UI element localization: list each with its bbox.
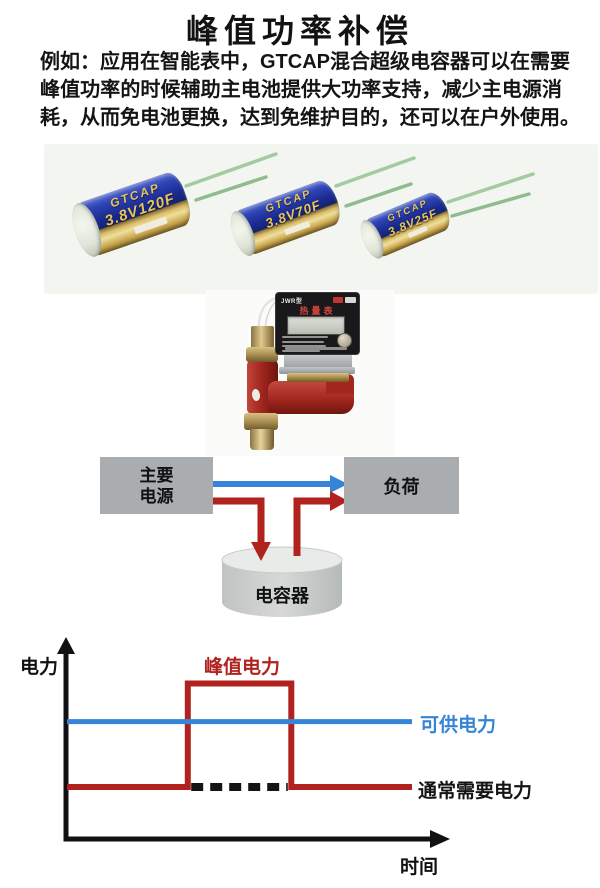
capacitor-cylinder <box>221 546 343 617</box>
y-axis-label: 电力 <box>20 657 59 678</box>
meter-base-plate <box>279 367 355 374</box>
intro-paragraph: 例如：应用在智能表中，GTCAP混合超级电容器可以在需要 峰值功率的时候辅助主电… <box>40 48 580 132</box>
normal-power-label: 通常需要电力 <box>418 781 533 802</box>
chart-axes <box>57 637 450 848</box>
capacitors-photo: GTCAP 3.8V120F GTCAP 3.8V70F GTCAP 3.8V2… <box>44 144 598 294</box>
main-power-line1: 主要 <box>139 465 174 485</box>
capacitor-leads <box>184 152 535 218</box>
power-time-chart: 电力 峰值电力 可供电力 通常需要电力 时间 <box>0 630 600 888</box>
main-power-box: 主要 电源 <box>100 457 213 514</box>
meter-brass-nut-bottom <box>244 413 278 430</box>
intro-line-1: 例如：应用在智能表中，GTCAP混合超级电容器可以在需要 <box>40 51 570 73</box>
chart-canvas <box>57 637 450 848</box>
peak-power-label: 峰值电力 <box>203 657 280 678</box>
meter-name: 热量表 <box>299 306 336 316</box>
x-axis-arrow-icon <box>430 830 450 848</box>
series-line <box>67 680 412 790</box>
capacitor-cylinder-label: 电容器 <box>255 586 309 606</box>
red-arrow-to-load <box>293 491 348 556</box>
meter-collar <box>284 352 352 368</box>
meter-manufacturer-row <box>285 347 347 350</box>
blue-arrow <box>213 475 348 493</box>
intro-line-2: 峰值功率的时候辅助主电池提供大功率支持，减少主电源消 <box>40 79 562 101</box>
meter-spec-text-rows <box>282 336 330 352</box>
meter-brass-nipple-bottom <box>250 429 274 450</box>
intro-line-3: 耗，从而免电池更换，达到免维护目的，还可以在户外使用。 <box>40 107 580 129</box>
power-flow-diagram: 主要 电源 负荷 电容器 <box>0 450 600 630</box>
meter-brass-nipple-top <box>251 326 274 350</box>
meter-model: JWR型 <box>281 299 303 305</box>
x-axis-label: 时间 <box>400 857 439 878</box>
red-arrow-to-capacitor <box>213 497 271 561</box>
meter-head: JWR型 热量表 <box>275 292 360 355</box>
y-axis-arrow-icon <box>57 637 75 654</box>
meter-logo-text-icon <box>345 297 356 303</box>
load-label: 负荷 <box>383 476 420 497</box>
load-box: 负荷 <box>344 457 459 514</box>
page-title: 峰值功率补偿 <box>185 13 414 49</box>
meter-lcd-display <box>287 316 345 335</box>
meter-brass-nut-top <box>246 347 278 362</box>
main-power-line2: 电源 <box>139 486 174 506</box>
meter-brass-ring <box>287 373 349 382</box>
diagram-graphics <box>213 475 348 617</box>
meter-logo-icon <box>333 297 343 303</box>
heat-meter-photo: JWR型 热量表 <box>205 290 395 456</box>
available-power-label: 可供电力 <box>420 715 497 736</box>
meter-seal-button <box>337 333 352 348</box>
chart-series <box>67 680 412 791</box>
